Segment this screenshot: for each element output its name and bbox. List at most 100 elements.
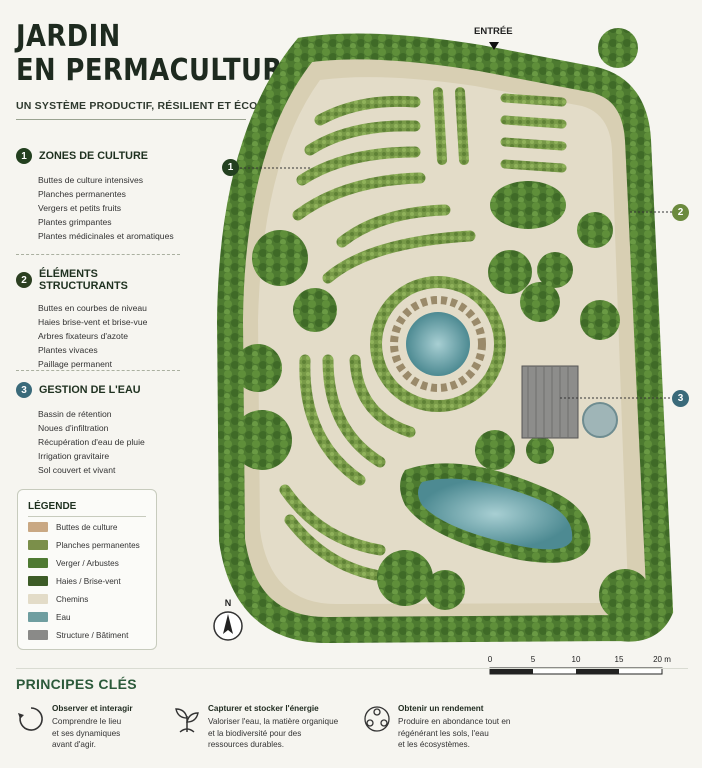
shed-building (521, 365, 579, 439)
principle-heading: Obtenir un rendement (398, 704, 484, 713)
principle-heading: Capturer et stocker l'énergie (208, 704, 319, 713)
section-list: Buttes en courbes de niveau Haies brise-… (38, 301, 186, 371)
list-item: Noues d'infiltration (38, 423, 109, 433)
list-item: Vergers et petits fruits (38, 203, 122, 213)
legend-label: Eau (56, 612, 71, 622)
section-list: Bassin de rétention Noues d'infiltration… (38, 407, 186, 477)
straight-beds-right (500, 93, 567, 173)
list-item: Planches permanentes (38, 189, 126, 199)
curved-beds-bottom (279, 354, 416, 581)
section-list: Buttes de culture intensives Planches pe… (38, 173, 186, 243)
legend-box: LÉGENDE Buttes de culture Planches perma… (17, 489, 157, 650)
list-item: Plantes vivaces (38, 345, 98, 355)
legend-label: Planches permanentes (56, 540, 140, 550)
principle-line: Comprendre le lieu (52, 717, 122, 726)
legend-item: Buttes de culture (28, 522, 117, 532)
list-item: Sol couvert et vivant (38, 465, 116, 475)
callout-2: 2 (672, 204, 689, 221)
tree-clusters (232, 28, 651, 621)
spiral-bed-inner (390, 296, 486, 392)
list-item: Arbres fixateurs d'azote (38, 331, 129, 341)
legend-item: Haies / Brise-vent (28, 576, 121, 586)
legend-item: Eau (28, 612, 71, 622)
water-tank (582, 402, 618, 438)
legend-swatch (28, 522, 48, 532)
principle-line: avant d'agir. (52, 740, 96, 749)
callout-3: 3 (672, 390, 689, 407)
entrance-label: ENTRÉE (474, 26, 513, 37)
central-pond (406, 312, 470, 376)
section-title: ÉLÉMENTS STRUCTURANTS (39, 268, 128, 292)
scale-tick-label: 10 (572, 655, 581, 664)
list-item: Plantes grimpantes (38, 217, 112, 227)
principle-line: Valoriser l'eau, la matière organique (208, 717, 339, 726)
principle-heading: Observer et interagir (52, 704, 133, 713)
entrance-arrow-icon (489, 42, 499, 50)
scale-tick-label: 0 (488, 655, 493, 664)
section-title: GESTION DE L'EAU (39, 384, 141, 396)
principle-line: Produire en abondance tout en (398, 717, 511, 726)
scale-tick-label: 15 (615, 655, 624, 664)
legend-swatch (28, 594, 48, 604)
legend-label: Haies / Brise-vent (56, 576, 121, 586)
principles-title: PRINCIPES CLÉS (16, 676, 137, 692)
list-item: Paillage permanent (38, 359, 113, 369)
principle-line: régénérant les sols, l'eau (398, 728, 489, 738)
list-item: Haies brise-vent et brise-vue (38, 317, 148, 327)
list-item: Récupération d'eau de pluie (38, 437, 145, 447)
subtitle-rule (16, 119, 246, 120)
section-zones-de-culture: 1 ZONES DE CULTURE Buttes de culture int… (16, 148, 186, 243)
page-subtitle: UN SYSTÈME PRODUCTIF, RÉSILIENT ET ÉCONO… (16, 100, 290, 112)
section-divider (16, 370, 180, 371)
legend-title: LÉGENDE (28, 501, 77, 512)
list-item: Plantes médicinales et aromatiques (38, 231, 174, 241)
section-number-badge: 3 (16, 382, 32, 398)
legend-label: Buttes de culture (56, 522, 118, 532)
principle-line: ressources durables. (208, 740, 284, 749)
list-item: Bassin de rétention (38, 409, 112, 419)
legend-swatch (28, 558, 48, 568)
list-item: Irrigation gravitaire (38, 451, 110, 461)
orchard-cluster (490, 181, 566, 229)
principle-line: et les écosystèmes. (398, 740, 470, 749)
legend-item: Planches permanentes (28, 540, 140, 550)
callout-1: 1 (222, 159, 239, 176)
garden-plan-map (216, 28, 674, 644)
title-line-2: EN PERMACULTURE (16, 53, 301, 88)
legend-item: Chemins (28, 594, 88, 604)
principle-line: et la biodiversité pour des (208, 728, 302, 738)
retention-pond (418, 478, 573, 550)
page-title: JARDIN EN PERMACULTURE (16, 20, 347, 88)
cycle-icon (18, 707, 43, 731)
legend-label: Structure / Bâtiment (56, 630, 129, 640)
curved-beds-top (292, 95, 476, 284)
legend-item: Structure / Bâtiment (28, 630, 128, 640)
legend-swatch (28, 576, 48, 586)
legend-swatch (28, 612, 48, 622)
section-gestion-eau: 3 GESTION DE L'EAU Bassin de rétention N… (16, 382, 186, 477)
principle-line: et ses dynamiques (52, 728, 121, 738)
scale-tick-label: 5 (531, 655, 536, 664)
legend-swatch (28, 630, 48, 640)
list-item: Buttes de culture intensives (38, 175, 144, 185)
legend-label: Verger / Arbustes (56, 558, 119, 568)
legend-label: Chemins (56, 594, 89, 604)
legend-swatch (28, 540, 48, 550)
entrance-beds (433, 87, 469, 165)
spiral-bed-outer (370, 276, 506, 412)
scale-bar: 0 5 10 15 20 m (488, 655, 671, 675)
compass-icon: N (213, 598, 243, 641)
community-icon (364, 706, 390, 732)
sprout-icon (175, 708, 199, 733)
bottom-divider (16, 668, 688, 669)
scale-tick-label: 20 m (653, 655, 671, 664)
section-divider (16, 254, 180, 255)
section-title: ZONES DE CULTURE (39, 150, 148, 162)
list-item: Buttes en courbes de niveau (38, 303, 147, 313)
section-elements-structurants: 2 ÉLÉMENTS STRUCTURANTS Buttes en courbe… (16, 268, 186, 371)
section-number-badge: 1 (16, 148, 32, 164)
legend-item: Verger / Arbustes (28, 558, 119, 568)
compass-north-label: N (225, 598, 232, 608)
title-line-1: JARDIN (16, 19, 121, 54)
perimeter-hedge (216, 33, 674, 644)
